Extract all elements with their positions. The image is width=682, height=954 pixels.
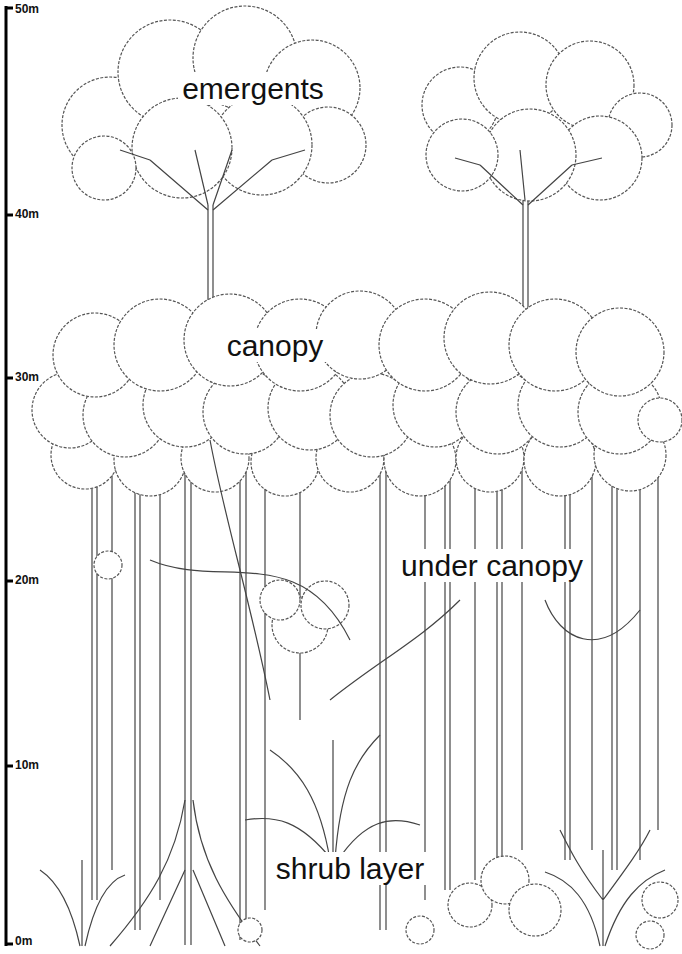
illustration-stroke [638, 398, 682, 442]
scale-label: 40m [14, 208, 40, 221]
illustration-stroke [576, 308, 664, 396]
illustration-stroke [139, 470, 140, 930]
illustration-stroke [642, 882, 678, 918]
illustration-stroke [96, 470, 97, 900]
scale-label: 10m [14, 759, 40, 772]
illustration-stroke [636, 921, 664, 949]
palm-fronds [40, 735, 665, 946]
scale-label: 50m [14, 3, 40, 16]
illustration-stroke [159, 470, 160, 900]
illustration-stroke [455, 150, 602, 205]
illustration-stroke [522, 200, 523, 310]
emergent-crown [62, 6, 672, 201]
emergent-branches [120, 150, 602, 210]
illustration-stroke [591, 470, 592, 850]
scale-label: 0m [14, 935, 33, 948]
illustration-stroke [72, 136, 136, 200]
illustration-stroke [238, 918, 262, 942]
illustration-stroke [245, 735, 420, 860]
illustration-stroke [5, 6, 8, 946]
illustration-stroke [264, 470, 265, 910]
layer-label: under canopy [397, 549, 587, 582]
illustration-stroke [509, 884, 561, 936]
illustration-stroke [91, 470, 92, 900]
illustration-stroke [150, 560, 350, 640]
tree-trunks [92, 470, 658, 945]
illustration-stroke [330, 600, 460, 700]
illustration-stroke [449, 470, 450, 890]
vines [150, 440, 640, 700]
scale-label: 20m [14, 574, 40, 587]
illustration-stroke [6, 580, 13, 583]
illustration-stroke [496, 470, 497, 860]
illustration-stroke [426, 119, 498, 191]
illustration-stroke [521, 470, 522, 850]
illustration-stroke [40, 860, 125, 946]
illustration-stroke [111, 470, 112, 870]
illustration-stroke [639, 470, 640, 860]
illustration-stroke [611, 470, 612, 870]
scale-label: 30m [14, 371, 40, 384]
illustration-stroke [6, 377, 13, 380]
illustration-stroke [6, 214, 13, 217]
illustration-stroke [239, 470, 240, 940]
layer-label: shrub layer [272, 852, 428, 885]
illustration-stroke [132, 98, 232, 198]
illustration-stroke [564, 470, 565, 860]
illustration-stroke [245, 470, 246, 940]
layer-label: canopy [223, 329, 328, 362]
illustration-stroke [301, 581, 349, 629]
illustration-stroke [501, 470, 502, 860]
illustration-stroke [260, 580, 300, 620]
illustration-stroke [616, 470, 617, 870]
illustration-stroke [545, 600, 640, 640]
illustration-stroke [120, 150, 305, 210]
illustration-stroke [190, 470, 191, 945]
illustration-stroke [527, 200, 528, 310]
illustration-stroke [444, 470, 445, 890]
scale-bar [6, 6, 13, 946]
under-canopy-crown [94, 551, 349, 653]
illustration-stroke [406, 916, 434, 944]
illustration-stroke [6, 765, 13, 768]
canopy-crown [32, 291, 682, 496]
illustration-stroke [424, 470, 425, 900]
illustration-stroke [6, 943, 13, 946]
illustration-stroke [210, 440, 270, 700]
illustration-stroke [184, 470, 185, 945]
illustration-stroke [110, 800, 260, 946]
illustration-stroke [134, 470, 135, 930]
illustration-stroke [569, 470, 570, 860]
illustration-stroke [657, 470, 658, 830]
illustration-stroke [6, 7, 13, 10]
buttress-roots [110, 800, 260, 946]
layer-label: emergents [178, 72, 328, 105]
illustration-stroke [474, 470, 475, 880]
illustration-stroke [94, 551, 122, 579]
